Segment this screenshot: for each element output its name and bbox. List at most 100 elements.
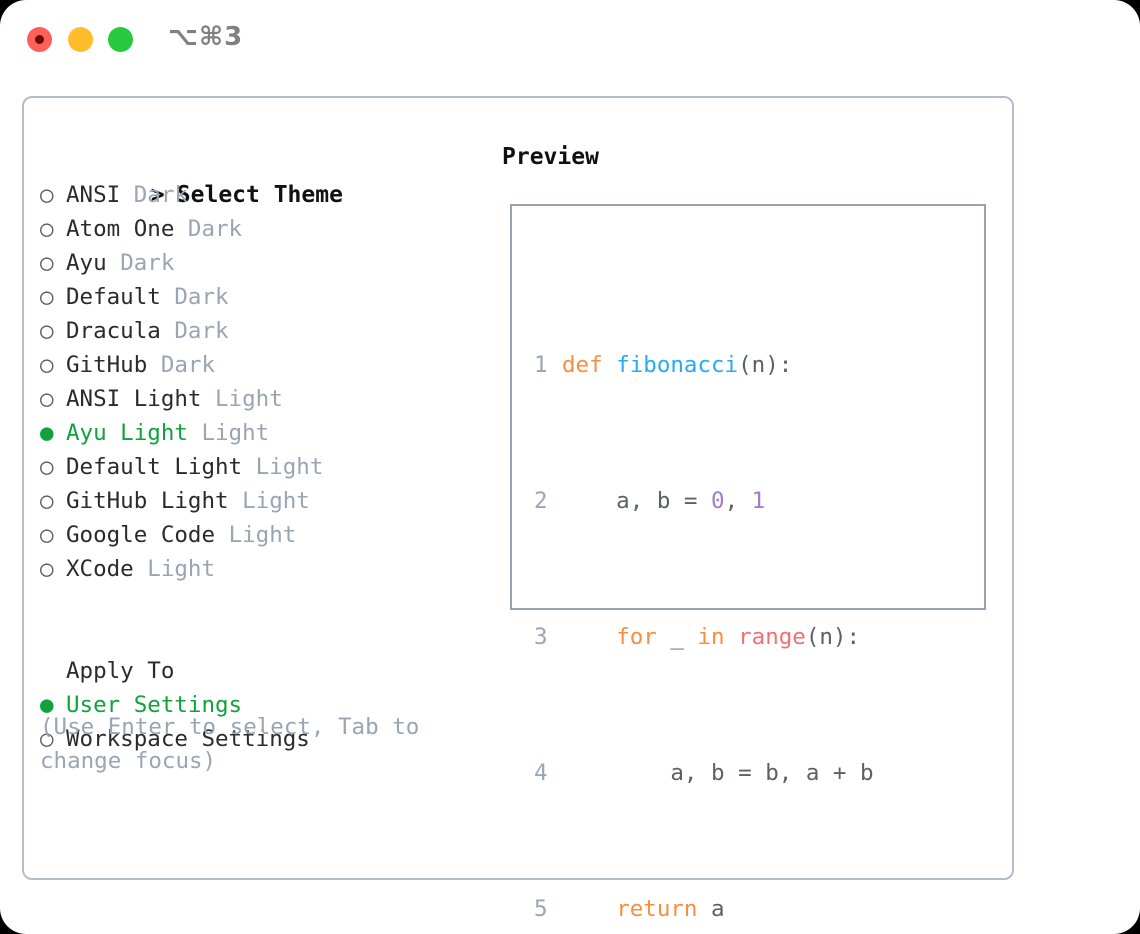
- theme-name: Default: [66, 284, 161, 310]
- apply-to-heading: Apply To: [40, 654, 480, 688]
- theme-tag: Dark: [174, 318, 229, 344]
- theme-tag: Light: [147, 556, 216, 582]
- token-keyword: def: [562, 352, 603, 378]
- close-icon: [35, 35, 44, 44]
- theme-item-default-dark[interactable]: ○ Default Dark: [40, 280, 480, 314]
- token-builtin: range: [738, 624, 806, 650]
- radio-icon[interactable]: ○: [40, 556, 68, 582]
- radio-icon[interactable]: ○: [40, 284, 68, 310]
- theme-name: XCode: [66, 556, 134, 582]
- theme-item-dracula-dark[interactable]: ○ Dracula Dark: [40, 314, 480, 348]
- code-line: 1 def fibonacci(n):: [534, 348, 901, 382]
- heading-marker: >: [150, 182, 179, 208]
- theme-tag: Dark: [133, 182, 188, 208]
- token-identifier: a: [697, 896, 725, 922]
- theme-item-github-light[interactable]: ○ GitHub Light Light: [40, 484, 480, 518]
- theme-item-xcode[interactable]: ○ XCode Light: [40, 552, 480, 586]
- line-number: 2: [534, 488, 548, 514]
- theme-tag: Dark: [160, 352, 216, 378]
- section-spacer: [40, 586, 480, 620]
- apply-to-item-workspace-settings[interactable]: ○ Workspace Settings: [40, 722, 480, 756]
- section-spacer: [40, 620, 480, 654]
- radio-icon[interactable]: ○: [40, 182, 68, 208]
- theme-name: Default Light: [66, 454, 243, 480]
- token-punctuation: ,: [724, 488, 752, 514]
- token-keyword: return: [616, 896, 698, 922]
- select-theme-heading-label: Select Theme: [176, 182, 343, 208]
- code-line: 3 for _ in range(n):: [534, 620, 901, 654]
- keyboard-shortcut-label: ⌥⌘3: [168, 22, 244, 52]
- radio-icon[interactable]: ○: [40, 488, 68, 514]
- line-number: 5: [534, 896, 548, 922]
- theme-name: ANSI Light: [66, 386, 202, 412]
- theme-tag: Light: [228, 522, 297, 548]
- radio-icon-selected[interactable]: ●: [40, 420, 68, 446]
- radio-icon[interactable]: ○: [40, 250, 68, 276]
- theme-tag: Dark: [187, 216, 243, 242]
- theme-name: GitHub: [66, 352, 148, 378]
- token-space: [725, 624, 739, 650]
- radio-icon[interactable]: ○: [40, 318, 68, 344]
- line-number: 1: [534, 352, 548, 378]
- token-function: fibonacci: [616, 352, 739, 378]
- line-number: 3: [534, 624, 548, 650]
- theme-tag: Dark: [174, 284, 229, 310]
- keyboard-hint-text: (Use Enter to select, Tab to change focu…: [40, 714, 420, 774]
- token-keyword: for: [616, 624, 657, 650]
- token-identifier: a, b =: [562, 488, 712, 514]
- theme-tag: Dark: [120, 250, 175, 276]
- minimize-button[interactable]: [68, 27, 93, 52]
- apply-to-heading-label: Apply To: [66, 658, 175, 684]
- select-theme-heading: > Select Theme: [40, 144, 480, 208]
- heading-marker: [40, 654, 66, 688]
- theme-tag: Light: [242, 488, 310, 514]
- token-indent: [562, 896, 616, 922]
- token-space: [603, 352, 617, 378]
- theme-item-ansi-light[interactable]: ○ ANSI Light Light: [40, 382, 480, 416]
- code-line: 5 return a: [534, 892, 901, 926]
- maximize-button[interactable]: [108, 27, 133, 52]
- theme-item-default-light[interactable]: ○ Default Light Light: [40, 450, 480, 484]
- apply-to-label: User Settings: [66, 692, 243, 718]
- theme-name: Ayu: [66, 250, 107, 276]
- theme-item-github-dark[interactable]: ○ GitHub Dark: [40, 348, 480, 382]
- close-button[interactable]: [27, 27, 52, 52]
- token-indent: [562, 624, 616, 650]
- code-line: 4 a, b = b, a + b: [534, 756, 901, 790]
- radio-icon[interactable]: ○: [40, 454, 68, 480]
- theme-name: Atom One: [66, 216, 175, 242]
- token-punctuation: (n):: [738, 352, 793, 378]
- theme-tag: Light: [201, 420, 270, 446]
- preview-heading: Preview: [502, 144, 599, 170]
- radio-icon[interactable]: ○: [40, 386, 68, 412]
- title-bar: ⌥⌘3: [0, 0, 1140, 80]
- radio-icon[interactable]: ○: [40, 726, 68, 752]
- radio-icon-selected[interactable]: ●: [40, 692, 68, 718]
- radio-icon[interactable]: ○: [40, 522, 68, 548]
- theme-name: Google Code: [66, 522, 216, 548]
- theme-item-google-code[interactable]: ○ Google Code Light: [40, 518, 480, 552]
- token-punctuation: (n):: [805, 624, 861, 650]
- theme-item-ansi-dark[interactable]: ○ ANSI Dark: [40, 178, 480, 212]
- theme-item-ayu-light[interactable]: ● Ayu Light Light: [40, 416, 480, 450]
- apply-to-label: Workspace Settings: [66, 726, 310, 752]
- theme-name: GitHub Light: [66, 488, 229, 514]
- theme-name: Dracula: [66, 318, 161, 344]
- radio-icon[interactable]: ○: [40, 216, 68, 242]
- theme-name: ANSI: [66, 182, 121, 208]
- token-identifier: a, b = b, a + b: [562, 760, 874, 786]
- radio-icon[interactable]: ○: [40, 352, 68, 378]
- theme-item-ayu-dark[interactable]: ○ Ayu Dark: [40, 246, 480, 280]
- code-line: 2 a, b = 0, 1: [534, 484, 901, 518]
- apply-to-item-user-settings[interactable]: ● User Settings: [40, 688, 480, 722]
- main-panel: > Select Theme ○ ANSI Dark ○ Atom One Da…: [22, 96, 1014, 922]
- line-number: 4: [534, 760, 548, 786]
- theme-item-atom-one-dark[interactable]: ○ Atom One Dark: [40, 212, 480, 246]
- token-number: 1: [751, 488, 766, 514]
- theme-tag: Light: [215, 386, 283, 412]
- token-keyword: in: [697, 624, 725, 650]
- theme-name: Ayu Light: [66, 420, 188, 446]
